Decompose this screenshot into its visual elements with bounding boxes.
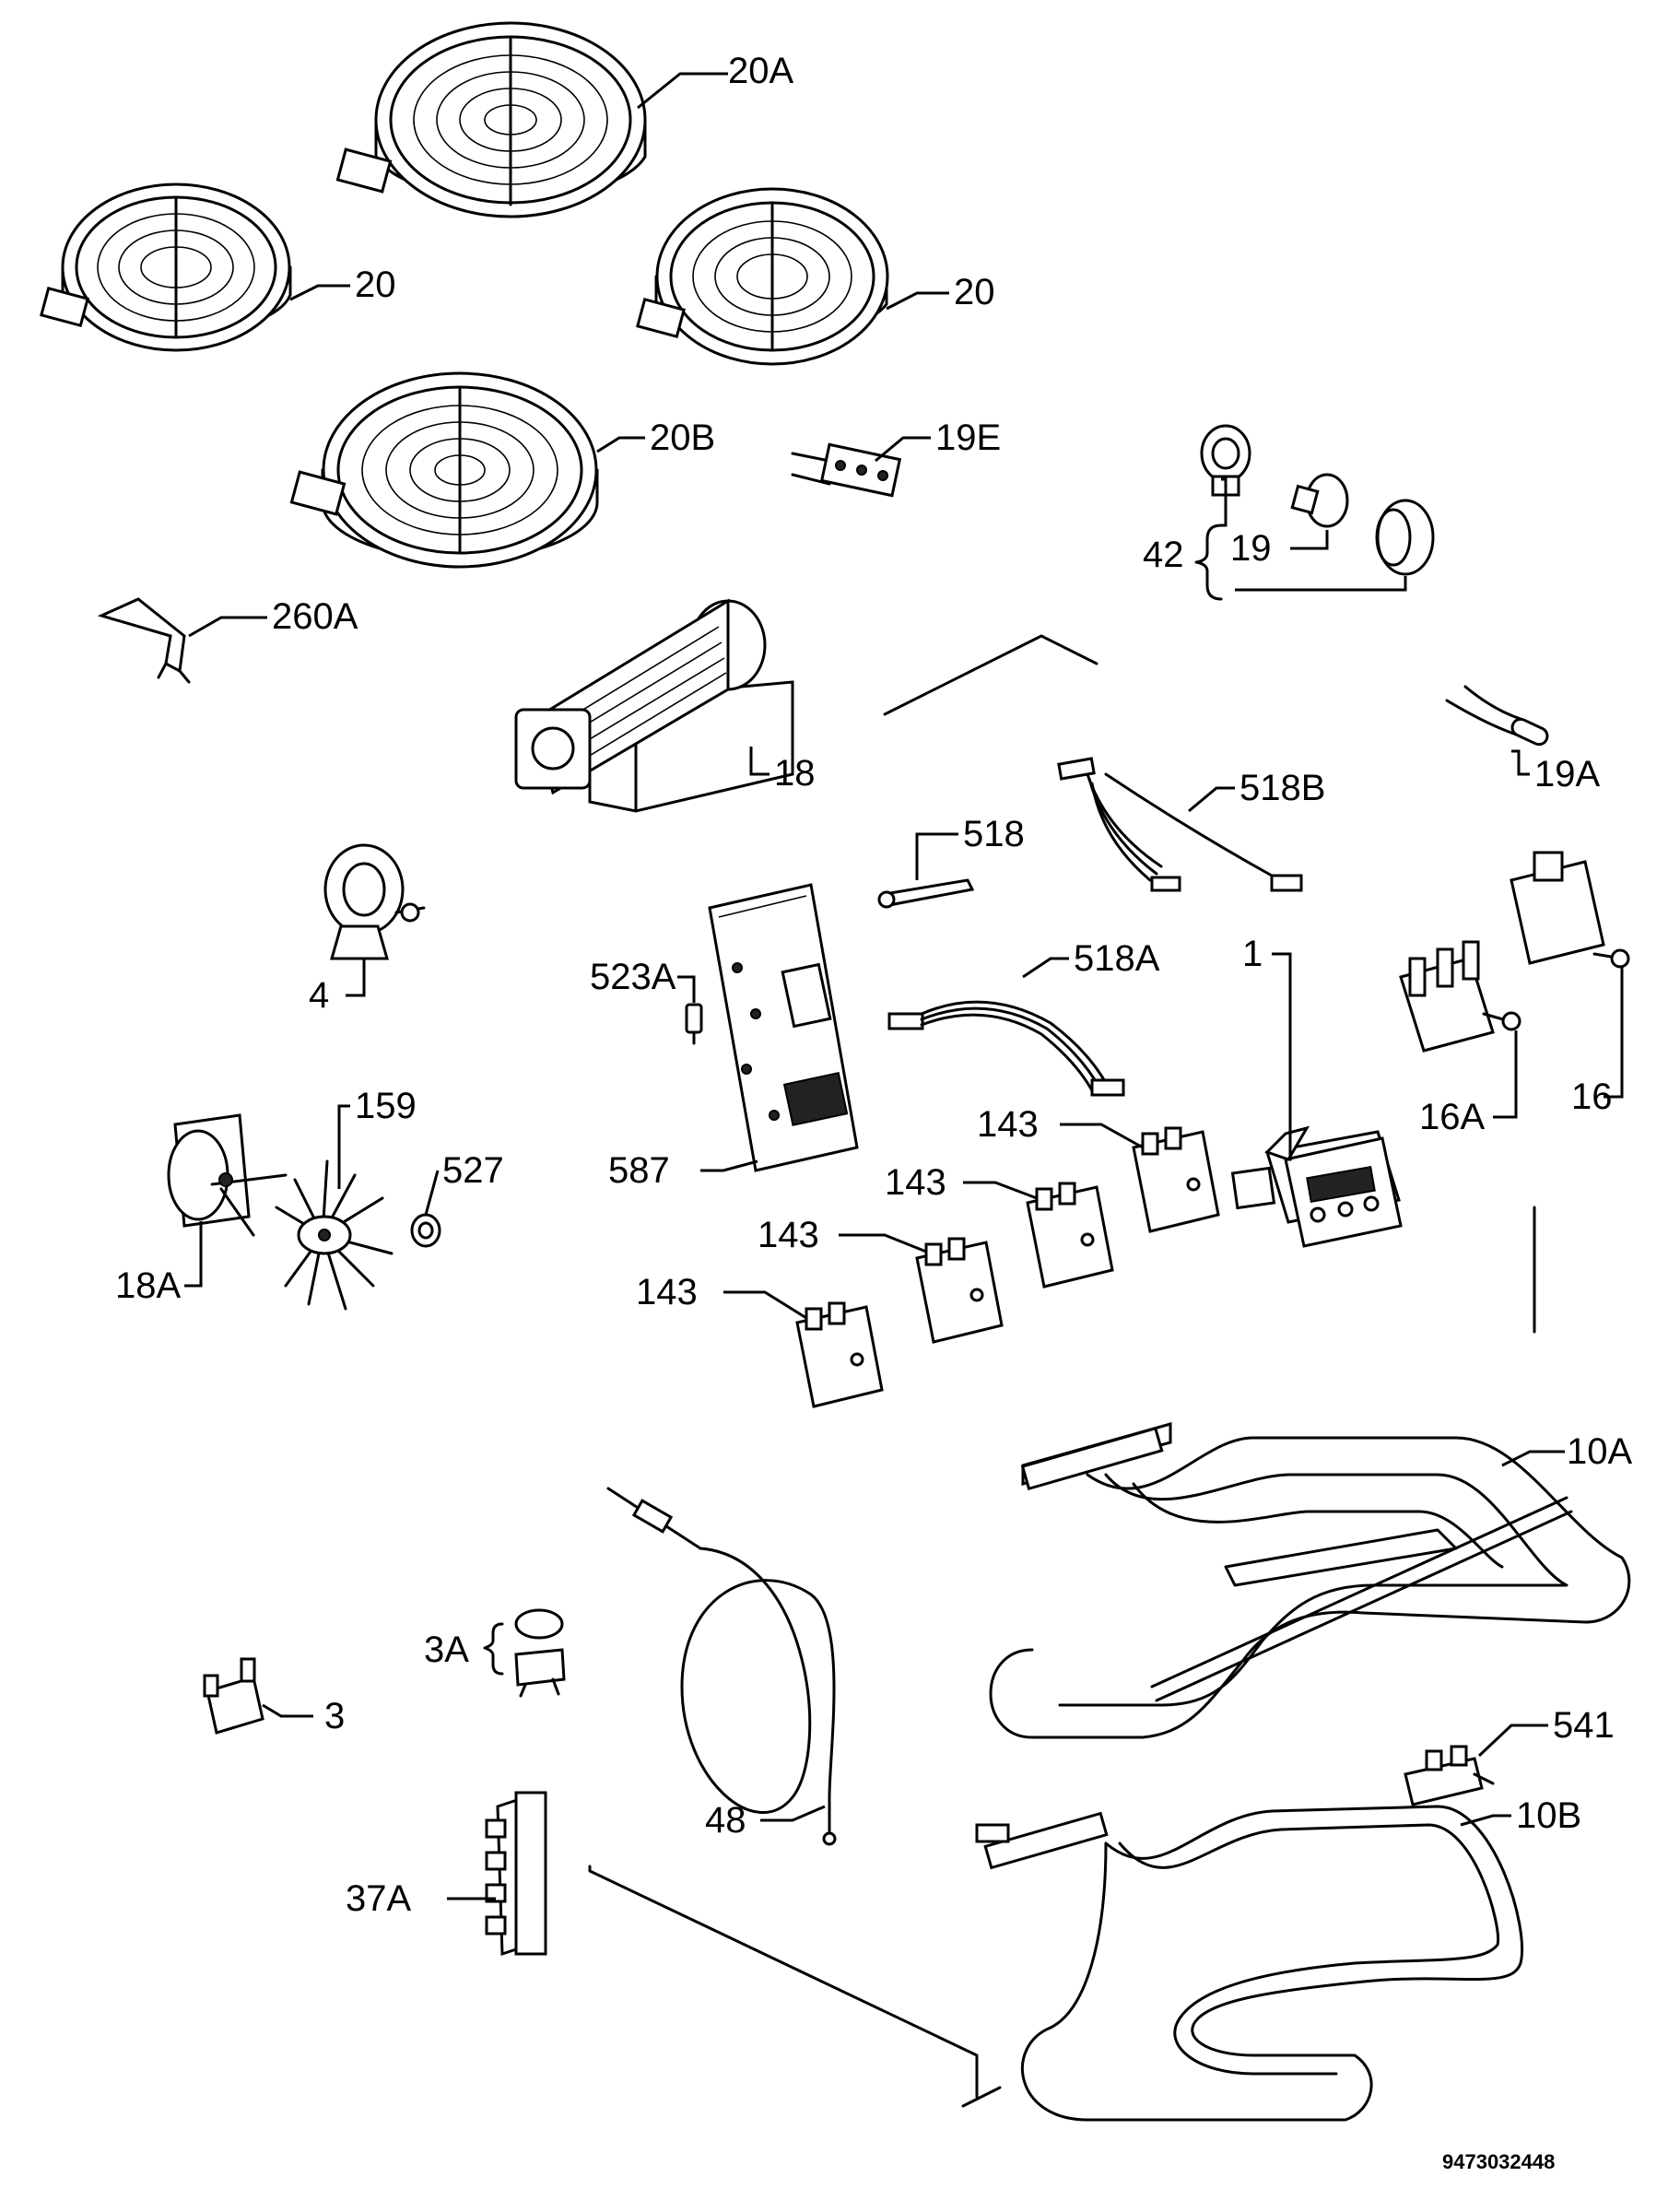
hob-zone-20a: [335, 21, 647, 218]
label-3: 3: [324, 1696, 345, 1736]
control-board-587: [708, 883, 859, 1172]
terminal-block-19e: [791, 442, 902, 498]
tangential-fan-18: [514, 598, 794, 813]
label-260a: 260A: [272, 596, 358, 637]
label-587: 587: [608, 1150, 670, 1191]
label-523a: 523A: [590, 957, 676, 997]
label-10b: 10B: [1516, 1795, 1581, 1836]
energy-regulator-143-3: [915, 1237, 1004, 1344]
wiring-harness-518a: [887, 1000, 1125, 1097]
label-18: 18: [774, 753, 816, 794]
connector-518: [877, 878, 975, 909]
lamp-bulb-19: [1290, 473, 1349, 528]
wiring-harness-518b: [1057, 757, 1303, 892]
label-20-left: 20: [355, 265, 396, 305]
lower-element-10b: [975, 1805, 1523, 2122]
label-16a: 16A: [1419, 1097, 1485, 1137]
label-48: 48: [705, 1800, 746, 1841]
thermostat-541: [1404, 1745, 1495, 1806]
fan-blade-159: [275, 1159, 394, 1311]
label-4: 4: [309, 975, 329, 1016]
housing-outline: [588, 634, 1536, 2108]
fuse-523a: [685, 1003, 703, 1045]
label-20a: 20A: [728, 51, 793, 91]
cap-3a: [514, 1608, 566, 1698]
sensor-19a: [1445, 685, 1549, 747]
energy-regulator-143-2: [1026, 1182, 1114, 1288]
terminal-strip-37a: [485, 1791, 547, 1957]
label-3a: 3A: [424, 1630, 469, 1670]
label-143-4: 143: [636, 1272, 698, 1312]
label-19: 19: [1230, 528, 1272, 569]
switch-16: [1510, 851, 1630, 969]
fan-motor-18a: [167, 1113, 288, 1237]
fan-motor-4: [323, 843, 426, 960]
support-bracket-260a: [97, 597, 191, 684]
label-541: 541: [1553, 1705, 1615, 1746]
label-18a: 18A: [115, 1265, 181, 1306]
leader-lines: [184, 72, 1624, 1900]
hob-zone-20-right: [636, 187, 889, 366]
label-37a: 37A: [346, 1878, 411, 1919]
energy-regulator-143-1: [1132, 1126, 1220, 1233]
label-42: 42: [1143, 535, 1184, 575]
energy-regulator-143-4: [795, 1301, 884, 1408]
label-19e: 19E: [935, 418, 1001, 458]
hob-zone-20-left: [40, 182, 292, 352]
label-518a: 518A: [1074, 938, 1160, 979]
fan-nut-527: [410, 1213, 441, 1248]
label-143-3: 143: [758, 1215, 819, 1255]
label-16: 16: [1571, 1077, 1613, 1117]
label-20b: 20B: [650, 418, 715, 458]
switch-16a: [1399, 940, 1521, 1053]
drawing-code: 9473032448: [1442, 2150, 1555, 2173]
label-518: 518: [963, 814, 1025, 854]
label-527: 527: [442, 1150, 504, 1191]
safety-thermostat-3: [203, 1657, 264, 1735]
oven-sensor-48: [606, 1487, 837, 1846]
grill-element-10a: [989, 1422, 1631, 1739]
bracket-3a: [483, 1622, 504, 1676]
label-143-1: 143: [977, 1104, 1039, 1145]
label-20-right: 20: [954, 272, 995, 312]
label-19a: 19A: [1534, 754, 1600, 794]
timer-display-1: [1230, 1125, 1403, 1248]
label-1: 1: [1242, 934, 1263, 974]
label-143-2: 143: [885, 1162, 946, 1203]
label-518b: 518B: [1239, 768, 1325, 808]
label-10a: 10A: [1567, 1431, 1632, 1472]
bracket-42: [1194, 524, 1223, 601]
hob-zone-20b: [289, 371, 599, 569]
lamp-cover: [1375, 499, 1435, 576]
label-159: 159: [355, 1086, 417, 1126]
